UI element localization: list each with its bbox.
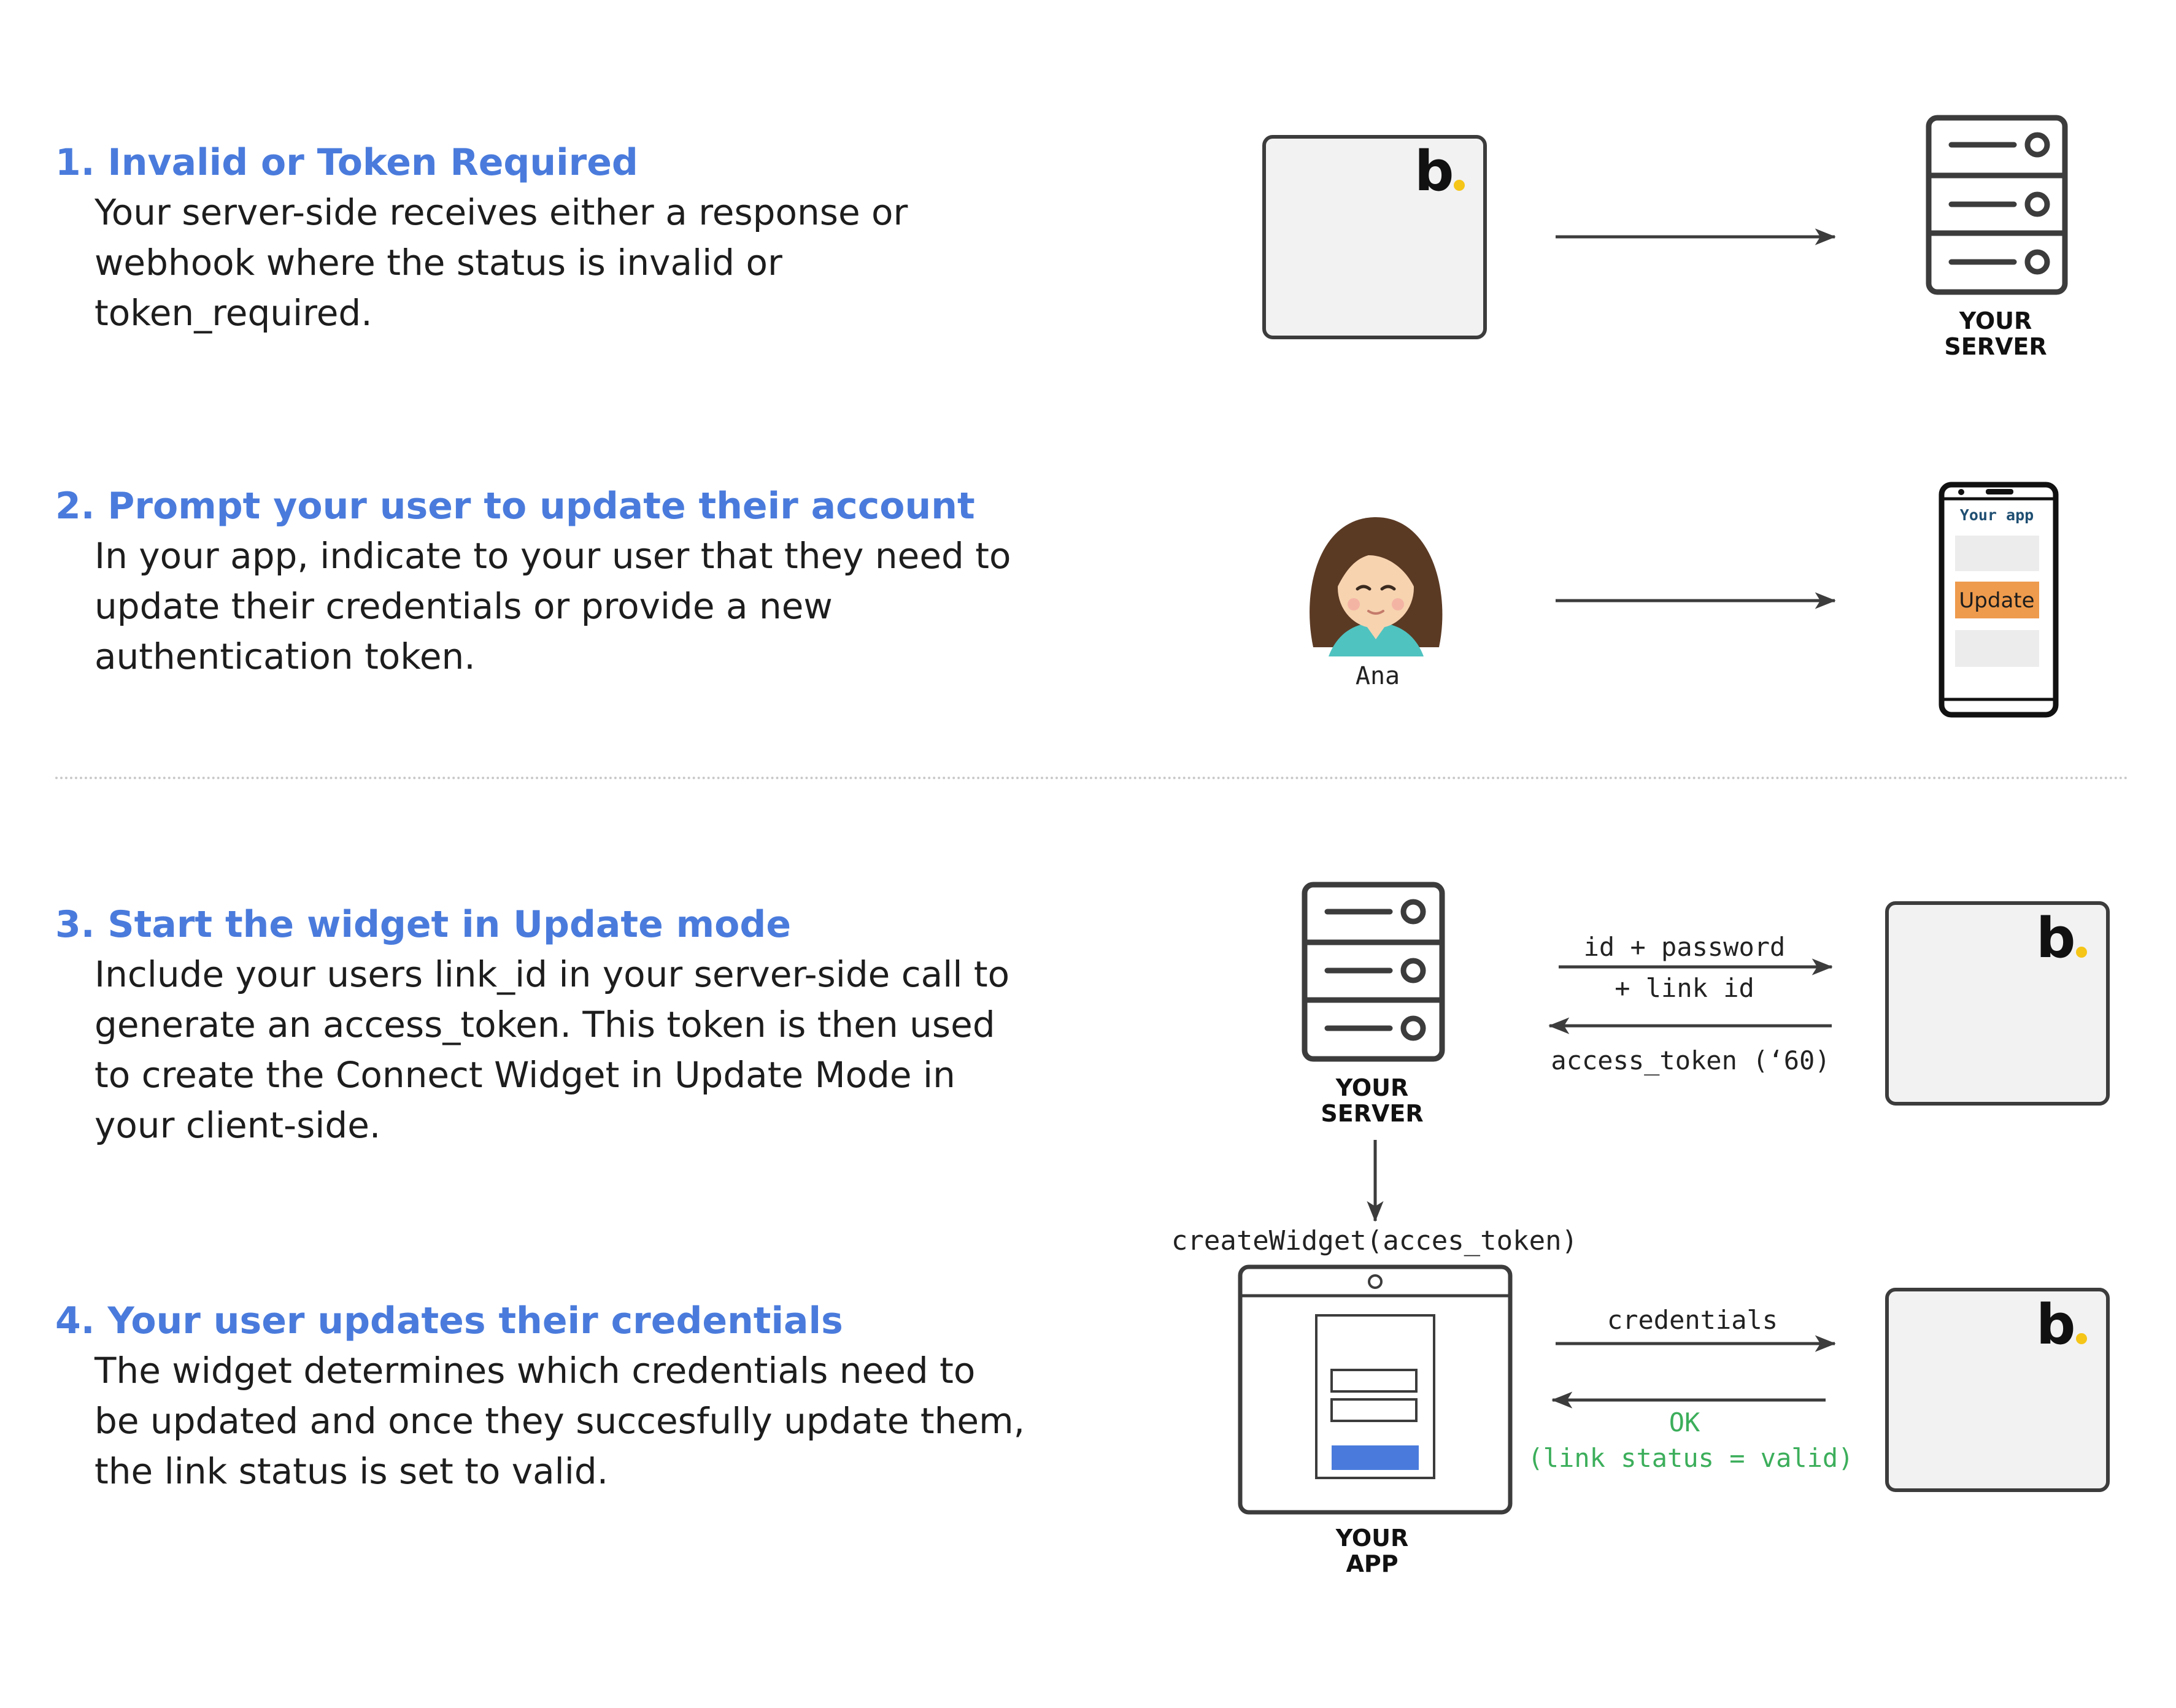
step-3-description: Include your users link_id in your serve… (95, 949, 1037, 1150)
step-2: 2. Prompt your user to update their acco… (55, 482, 1037, 682)
phone-icon: Your app Update (1939, 482, 2059, 718)
section-divider (55, 777, 2129, 779)
server-label-line-1: YOUR (1959, 307, 2032, 334)
step-1-description: Your server-side receives either a respo… (95, 187, 1037, 338)
step-3-line-3: to create the Connect Widget in Update M… (95, 1054, 955, 1096)
request-label-line-1: id + password (1584, 932, 1786, 962)
app-label-line-2: APP (1346, 1550, 1398, 1577)
widget-box-1: b (1262, 135, 1487, 339)
ok-label: OK (1669, 1407, 1700, 1437)
phone-update-label: Update (1959, 588, 2034, 613)
step-3-line-2: generate an access_token. This token is … (95, 1004, 995, 1045)
step-4-line-2: be updated and once they succesfully upd… (95, 1400, 1025, 1442)
svg-text:b: b (2036, 1293, 2075, 1357)
request-label-line-2: + link id (1615, 973, 1754, 1003)
belvo-logo-3: b (2036, 1293, 2087, 1357)
user-avatar-icon (1310, 517, 1443, 656)
server-2-label-line-1: YOUR (1335, 1074, 1409, 1101)
svg-text:b: b (1414, 139, 1454, 204)
step-2-description: In your app, indicate to your user that … (95, 531, 1037, 682)
step-1: 1. Invalid or Token Required Your server… (55, 138, 1037, 338)
step-4-title: 4. Your user updates their credentials (55, 1299, 843, 1342)
server-2-label-line-2: SERVER (1321, 1100, 1423, 1127)
step-4-description: The widget determines which credentials … (95, 1345, 1037, 1496)
user-name: Ana (1356, 662, 1400, 690)
step-1-line-1: Your server-side receives either a respo… (95, 191, 908, 233)
step-3-title: 3. Start the widget in Update mode (55, 903, 792, 946)
step-4: 4. Your user updates their credentials T… (55, 1296, 1037, 1496)
app-window-icon (1238, 1264, 1513, 1515)
step-4-line-1: The widget determines which credentials … (95, 1350, 976, 1391)
phone-app-title: Your app (1960, 506, 2034, 524)
server-label-line-2: SERVER (1944, 333, 2047, 360)
step-4-line-3: the link status is set to valid. (95, 1450, 609, 1492)
step-1-line-2: webhook where the status is invalid or (95, 242, 782, 283)
step-1-line-3: token_required. (95, 292, 372, 334)
app-label-line-1: YOUR (1335, 1525, 1409, 1552)
widget-input-2[interactable] (1330, 1398, 1418, 1422)
belvo-logo: b (1414, 139, 1465, 204)
link-status-label: (link status = valid) (1527, 1443, 1853, 1473)
server-icon-1 (1926, 115, 2068, 295)
phone-update-button[interactable] (1955, 582, 2039, 618)
widget-box-2: b (1885, 901, 2110, 1106)
create-widget-call: createWidget(acces_token) (1171, 1225, 1578, 1256)
credentials-label: credentials (1607, 1305, 1778, 1335)
step-2-line-2: update their credentials or provide a ne… (95, 585, 833, 627)
step-3-line-4: your client-side. (95, 1104, 381, 1146)
svg-text:b: b (2036, 906, 2075, 971)
step-1-title: 1. Invalid or Token Required (55, 141, 638, 184)
widget-submit-button[interactable] (1332, 1445, 1419, 1470)
response-label: access_token (‘60) (1551, 1045, 1830, 1075)
server-icon-2 (1302, 882, 1445, 1062)
step-3-line-1: Include your users link_id in your serve… (95, 953, 1010, 995)
step-2-line-1: In your app, indicate to your user that … (95, 535, 1011, 577)
step-2-line-3: authentication token. (95, 636, 476, 677)
step-3: 3. Start the widget in Update mode Inclu… (55, 900, 1037, 1150)
widget-input-1[interactable] (1330, 1369, 1418, 1393)
step-2-title: 2. Prompt your user to update their acco… (55, 485, 975, 528)
widget-box-3: b (1885, 1288, 2110, 1492)
belvo-logo-2: b (2036, 906, 2087, 971)
